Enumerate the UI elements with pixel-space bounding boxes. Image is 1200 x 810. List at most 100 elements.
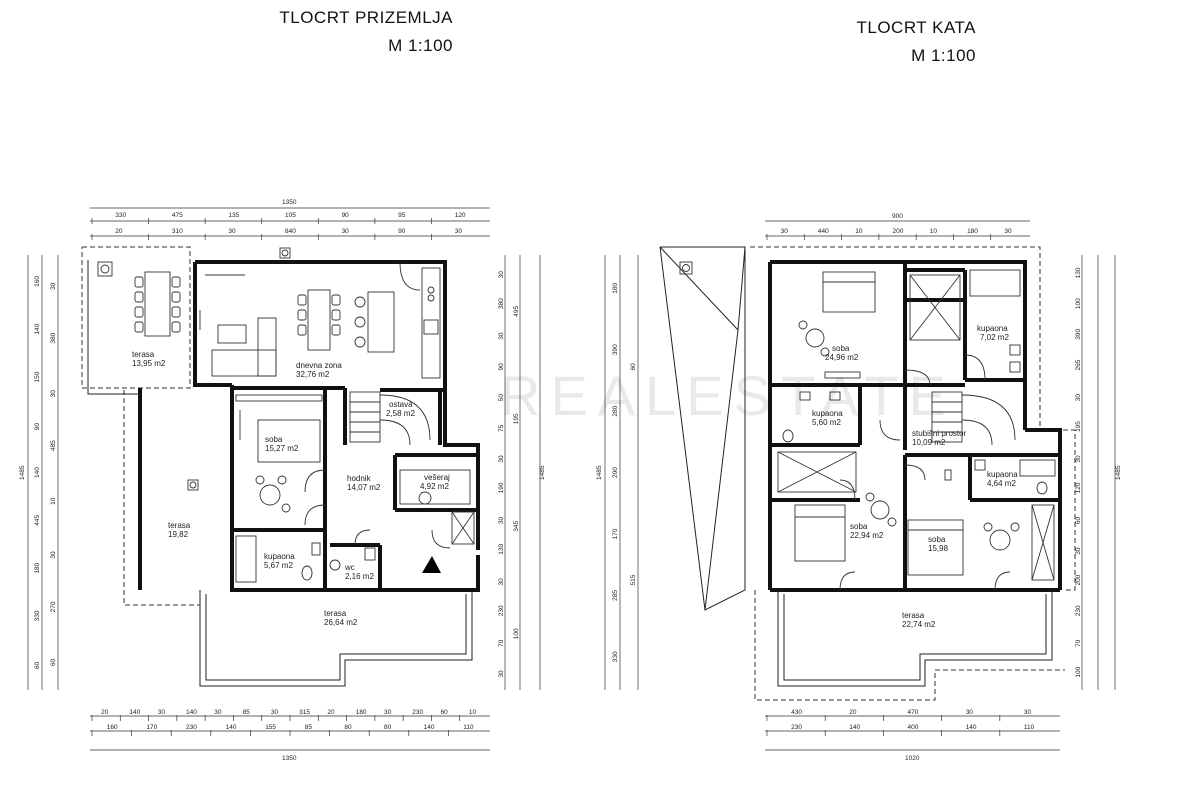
- dimension-label: 280: [612, 405, 619, 416]
- gf-room-area: 19,82: [168, 530, 189, 539]
- uf-room-area: 15,98: [928, 544, 949, 553]
- dimension-label: 70: [1075, 639, 1082, 647]
- dimension-label: 10: [469, 709, 477, 716]
- dimension-label: 130: [498, 544, 505, 555]
- dimension-label: 110: [1024, 724, 1035, 731]
- dimension-label: 30: [271, 709, 279, 716]
- uf-room-name: terasa: [902, 611, 925, 620]
- uf-room-name: kupaona: [812, 409, 843, 418]
- gf-room-area: 13,95 m2: [132, 359, 166, 368]
- dimension-label: 200: [893, 228, 904, 235]
- gf-room-area: 15,27 m2: [265, 444, 299, 453]
- dimension-label: 80: [384, 724, 392, 731]
- dimension-label: 390: [1075, 329, 1082, 340]
- dimension-label: 30: [498, 516, 505, 524]
- dimension-label: 330: [34, 610, 41, 621]
- dimension-label: 10: [50, 497, 57, 505]
- dimension-label: 160: [34, 276, 41, 287]
- dimension-label: 20: [849, 709, 857, 716]
- dimension-label: 230: [412, 709, 423, 716]
- dimension-label: 30: [1024, 709, 1032, 716]
- dimension-label: 30: [342, 228, 350, 235]
- dimension-label: 30: [498, 455, 505, 463]
- dimension-label: 30: [498, 332, 505, 340]
- uf-total-height-right: 1485: [1115, 465, 1122, 480]
- dimension-label: 180: [967, 228, 978, 235]
- dimension-label: 110: [463, 724, 474, 731]
- dimension-label: 310: [172, 228, 183, 235]
- gf-room-area: 14,07 m2: [347, 483, 381, 492]
- gf-room-name: ostava: [389, 400, 413, 409]
- dimension-label: 20: [327, 709, 335, 716]
- dimension-label: 160: [107, 724, 118, 731]
- uf-bottom-width: 1020: [905, 755, 920, 762]
- dimension-label: 200: [1075, 574, 1082, 585]
- dimension-label: 330: [115, 212, 126, 219]
- dimension-label: 90: [342, 212, 350, 219]
- dimension-label: 30: [1075, 455, 1082, 463]
- dimension-label: 170: [612, 528, 619, 539]
- dimension-label: 60: [630, 363, 637, 371]
- dimension-label: 10: [930, 228, 938, 235]
- dimension-label: 30: [50, 282, 57, 290]
- dimension-label: 140: [226, 724, 237, 731]
- dimension-label: 430: [791, 709, 802, 716]
- dimension-label: 75: [498, 424, 505, 432]
- dimension-label: 130: [1075, 267, 1082, 278]
- gf-room-area: 2,16 m2: [345, 572, 374, 581]
- uf-room-area: 22,94 m2: [850, 531, 884, 540]
- dimension-label: 85: [243, 709, 251, 716]
- dimension-label: 30: [50, 390, 57, 398]
- dimension-label: 90: [498, 363, 505, 371]
- gf-room-name: hodnik: [347, 474, 372, 483]
- dimension-label: 140: [34, 467, 41, 478]
- dimension-label: 30: [50, 551, 57, 559]
- dimension-label: 30: [158, 709, 166, 716]
- dimension-label: 140: [186, 709, 197, 716]
- dimension-label: 195: [1075, 421, 1082, 432]
- uf-room-area: 10,09 m2: [912, 438, 946, 447]
- gf-total-width: 1350: [282, 199, 297, 206]
- gf-room-area: 32,76 m2: [296, 370, 330, 379]
- dimension-label: 180: [356, 709, 367, 716]
- dimension-label: 100: [1075, 298, 1082, 309]
- gf-room-name: terasa: [132, 350, 155, 359]
- dimension-label: 90: [34, 423, 41, 431]
- watermark: REALESTATE: [500, 364, 956, 427]
- gf-room-name: soba: [265, 435, 283, 444]
- dimension-label: 140: [966, 724, 977, 731]
- dimension-label: 30: [228, 228, 236, 235]
- dimension-label: 400: [908, 724, 919, 731]
- dimension-label: 140: [129, 709, 140, 716]
- dimension-label: 265: [1075, 359, 1082, 370]
- uf-room-name: soba: [832, 344, 850, 353]
- gf-bottom-total-width: 1350: [282, 755, 297, 762]
- dimension-label: 380: [50, 332, 57, 343]
- uf-room-name: soba: [850, 522, 868, 531]
- uf-total-height: 1485: [596, 465, 603, 480]
- dimension-label: 60: [34, 661, 41, 669]
- gf-room-name: dnevna zona: [296, 361, 342, 370]
- dimension-label: 445: [34, 515, 41, 526]
- dimension-label: 95: [398, 212, 406, 219]
- dimension-label: 840: [285, 228, 296, 235]
- dimension-label: 120: [455, 212, 466, 219]
- dimension-label: 140: [849, 724, 860, 731]
- dimension-label: 60: [441, 709, 449, 716]
- dimension-label: 60: [1075, 516, 1082, 524]
- gf-room-area: 2,58 m2: [386, 409, 415, 418]
- gf-room-area: 5,67 m2: [264, 561, 293, 570]
- uf-top-width: 900: [892, 213, 903, 220]
- dimension-label: 230: [791, 724, 802, 731]
